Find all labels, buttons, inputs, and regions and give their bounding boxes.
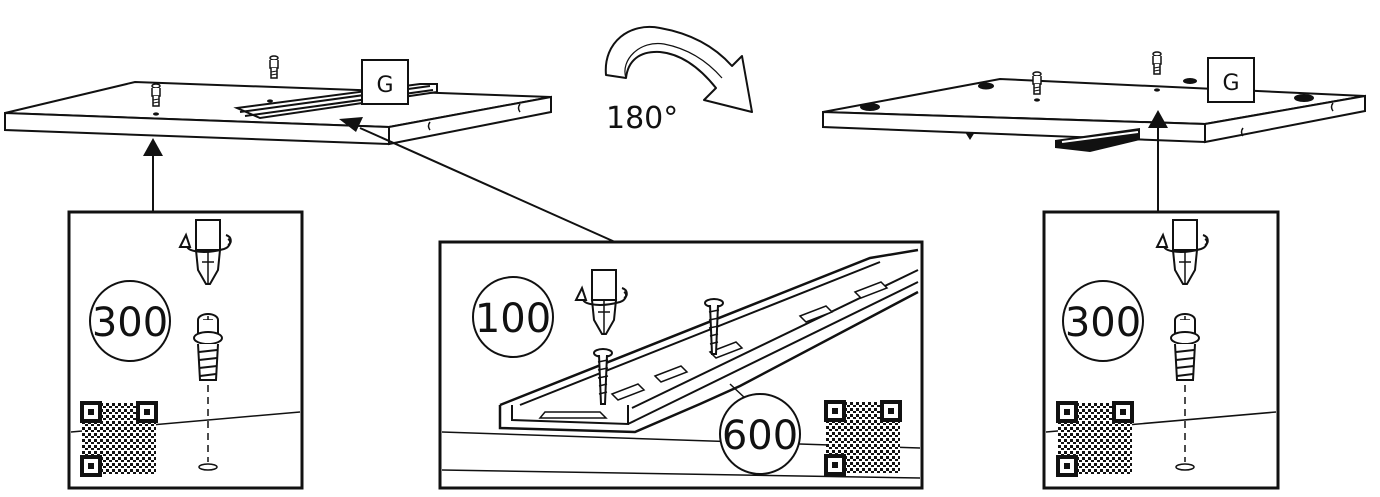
pointer-arrow-icon [143,138,163,212]
pointer-arrow-icon [339,117,616,243]
screw-icon [704,298,724,355]
screwdriver-icon [591,269,617,335]
quantity-callout: 100 [475,296,551,342]
left-detail-box: 300 [67,210,304,490]
svg-text:G: G [376,73,393,98]
quantity-callout: 300 [1065,300,1141,346]
left-panel-board [4,55,552,146]
quantity-callout: 300 [92,300,168,346]
right-panel-board [822,51,1366,152]
panel-label-g-right: G [1207,57,1255,103]
qr-code-icon [80,401,158,477]
svg-text:G: G [1222,71,1239,96]
center-detail-box: 100 600 [438,240,924,490]
rotation-label: 180° [606,101,678,136]
right-detail-box: 300 [1042,210,1280,490]
panel-label-g-left: G [361,59,409,105]
pointer-arrow-icon [1148,110,1168,212]
rotate-arrow-icon [604,25,753,113]
rail-profile-icon [498,248,919,434]
qr-code-icon [1056,401,1134,477]
qr-code-icon [824,400,902,476]
quantity-callout: 600 [722,413,798,459]
screw-icon [593,348,613,405]
